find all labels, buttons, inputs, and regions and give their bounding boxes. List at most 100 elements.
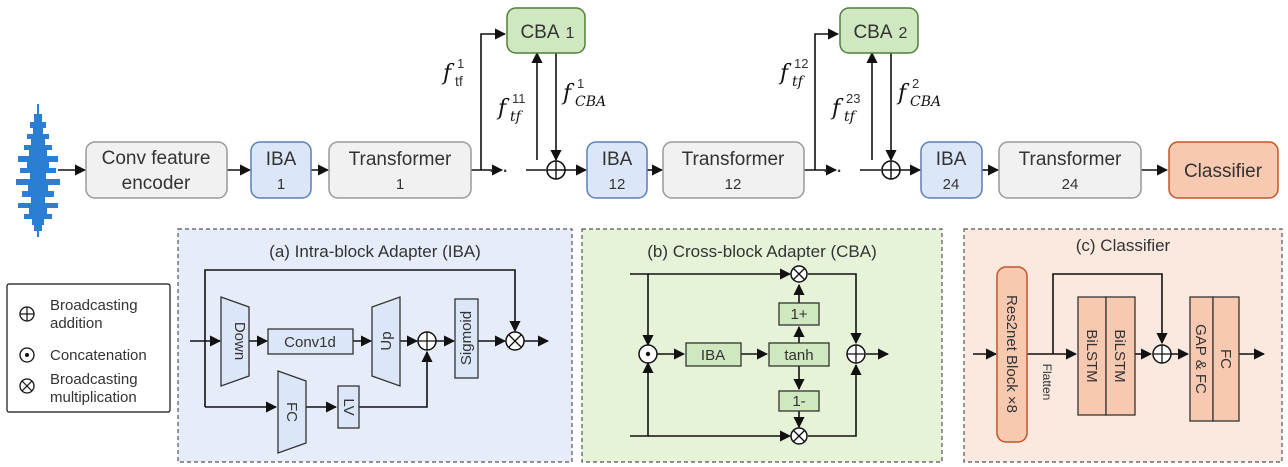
iba-label: IBA	[266, 149, 297, 170]
iba-box-1: IBA 1	[250, 141, 312, 199]
legend-addition-line2: addition	[50, 315, 103, 332]
legend-addition-line1: Broadcasting	[50, 297, 138, 314]
iba-block: IBA	[685, 342, 742, 367]
one-minus-block: 1-	[778, 390, 820, 412]
svg-text:tf: tf	[455, 73, 463, 89]
panel-a-iba: (a) Intra-block Adapter (IBA) Down Conv1…	[177, 228, 573, 463]
circle-plus-icon	[19, 306, 35, 322]
panel-a-title: (a) Intra-block Adapter (IBA)	[269, 242, 481, 261]
conv1d-box: Conv1d	[267, 328, 354, 355]
circle-plus-icon	[846, 344, 866, 364]
tanh-block: tanh	[768, 342, 830, 367]
bilstm-label: BiLSTM	[1111, 329, 1128, 382]
bilstm-block-1: BiLSTM	[1077, 296, 1107, 416]
panel-c-classifier: (c) Classifier Res2net Block ×8 Flatten …	[963, 228, 1283, 463]
cba-label: CBA	[853, 22, 892, 43]
feature-label-f-tf-23: f tf 23	[830, 91, 860, 125]
svg-text:23: 23	[846, 91, 860, 106]
down-label: Down	[231, 322, 248, 360]
iba-number: 24	[943, 176, 960, 193]
feature-label-f-tf-11: f tf 11	[496, 91, 526, 125]
feature-label-f-tf-1: f tf 1	[441, 56, 464, 89]
up-projection: Up	[371, 296, 401, 387]
cba-number: 2	[899, 25, 908, 42]
svg-text:tf: tf	[510, 109, 524, 125]
circle-plus-icon	[417, 331, 437, 351]
legend-box: Broadcasting addition Concatenation Broa…	[6, 283, 171, 413]
svg-text:CBA: CBA	[575, 94, 606, 110]
fc-projection: FC	[277, 370, 307, 454]
transformer-label: Transformer	[349, 149, 452, 170]
bilstm-label: BiLSTM	[1083, 329, 1100, 382]
circle-plus-icon	[546, 160, 566, 180]
svg-text:tf: tf	[844, 109, 858, 125]
transformer-number: 1	[396, 176, 404, 193]
main-pipeline-connectors	[58, 28, 1169, 176]
svg-text:1: 1	[457, 56, 464, 71]
iba-number: 1	[277, 176, 285, 193]
cba-box-1: CBA 1	[506, 7, 586, 54]
iba-label: IBA	[936, 149, 967, 170]
svg-text:1: 1	[577, 76, 584, 91]
feature-label-f-cba-2: f CBA 2	[896, 76, 941, 110]
bilstm-block-2: BiLSTM	[1105, 296, 1136, 416]
svg-text:tf: tf	[792, 74, 806, 90]
flatten-label: Flatten	[1040, 364, 1054, 401]
tanh-label: tanh	[784, 347, 813, 364]
lv-box: LV	[337, 385, 360, 429]
circle-plus-icon	[881, 160, 901, 180]
one-plus-block: 1+	[778, 302, 820, 326]
circle-times-icon	[505, 331, 525, 351]
cba-number: 1	[566, 25, 575, 42]
svg-text:f: f	[496, 96, 510, 121]
transformer-number: 24	[1062, 176, 1079, 193]
transformer-label: Transformer	[682, 149, 785, 170]
audio-waveform-icon	[16, 104, 60, 237]
svg-text:f: f	[778, 61, 792, 86]
legend-mult-line2: multiplication	[50, 389, 137, 406]
gap-fc-block: GAP & FC	[1189, 296, 1214, 422]
circle-times-icon	[19, 378, 35, 394]
up-label: Up	[378, 331, 395, 350]
down-projection: Down	[220, 296, 250, 387]
svg-text:12: 12	[794, 56, 808, 71]
svg-text:f: f	[896, 81, 910, 106]
feature-label-f-tf-12: f tf 12	[778, 56, 808, 90]
conv1d-label: Conv1d	[284, 334, 336, 351]
legend-mult-line1: Broadcasting	[50, 371, 138, 388]
classifier-label: Classifier	[1184, 161, 1263, 182]
cba-box-2: CBA 2	[839, 7, 919, 54]
sigmoid-label: Sigmoid	[458, 311, 475, 365]
legend-concat: Concatenation	[50, 347, 147, 364]
svg-text:f: f	[561, 81, 575, 106]
gap-fc-label: GAP & FC	[1192, 324, 1209, 394]
iba-box-12: IBA 12	[586, 141, 648, 199]
iba-label: IBA	[602, 149, 633, 170]
feature-label-f-cba-1: f CBA 1	[561, 76, 606, 110]
svg-text:f: f	[830, 96, 844, 121]
circle-dot-icon	[19, 347, 35, 363]
circle-times-icon	[790, 427, 808, 445]
panel-b-title: (b) Cross-block Adapter (CBA)	[647, 242, 877, 261]
fc-block: FC	[1212, 296, 1240, 422]
transformer-label: Transformer	[1019, 149, 1122, 170]
svg-text:2: 2	[912, 76, 919, 91]
sigmoid-box: Sigmoid	[454, 298, 479, 379]
classifier-box: Classifier	[1168, 141, 1279, 199]
iba-label: IBA	[701, 347, 725, 364]
iba-box-24: IBA 24	[920, 141, 983, 199]
lv-label: LV	[340, 398, 357, 415]
ellipsis-1: · ·	[488, 157, 509, 182]
panel-c-title: (c) Classifier	[1076, 236, 1171, 255]
ellipsis-2: · ·	[822, 157, 843, 182]
fc-label: FC	[1217, 349, 1234, 369]
conv-feature-encoder-box: Conv feature encoder	[85, 141, 228, 199]
res2net-block: Res2net Block ×8	[996, 266, 1028, 443]
one-plus-label: 1+	[790, 306, 807, 323]
panel-b-cba: (b) Cross-block Adapter (CBA) IBA tanh 1	[581, 228, 943, 463]
conv-label-line1: Conv feature	[102, 148, 211, 169]
circle-times-icon	[790, 265, 808, 283]
transformer-box-24: Transformer 24	[998, 141, 1142, 199]
res2net-label: Res2net Block ×8	[1003, 295, 1020, 413]
circle-plus-icon	[1152, 344, 1172, 364]
